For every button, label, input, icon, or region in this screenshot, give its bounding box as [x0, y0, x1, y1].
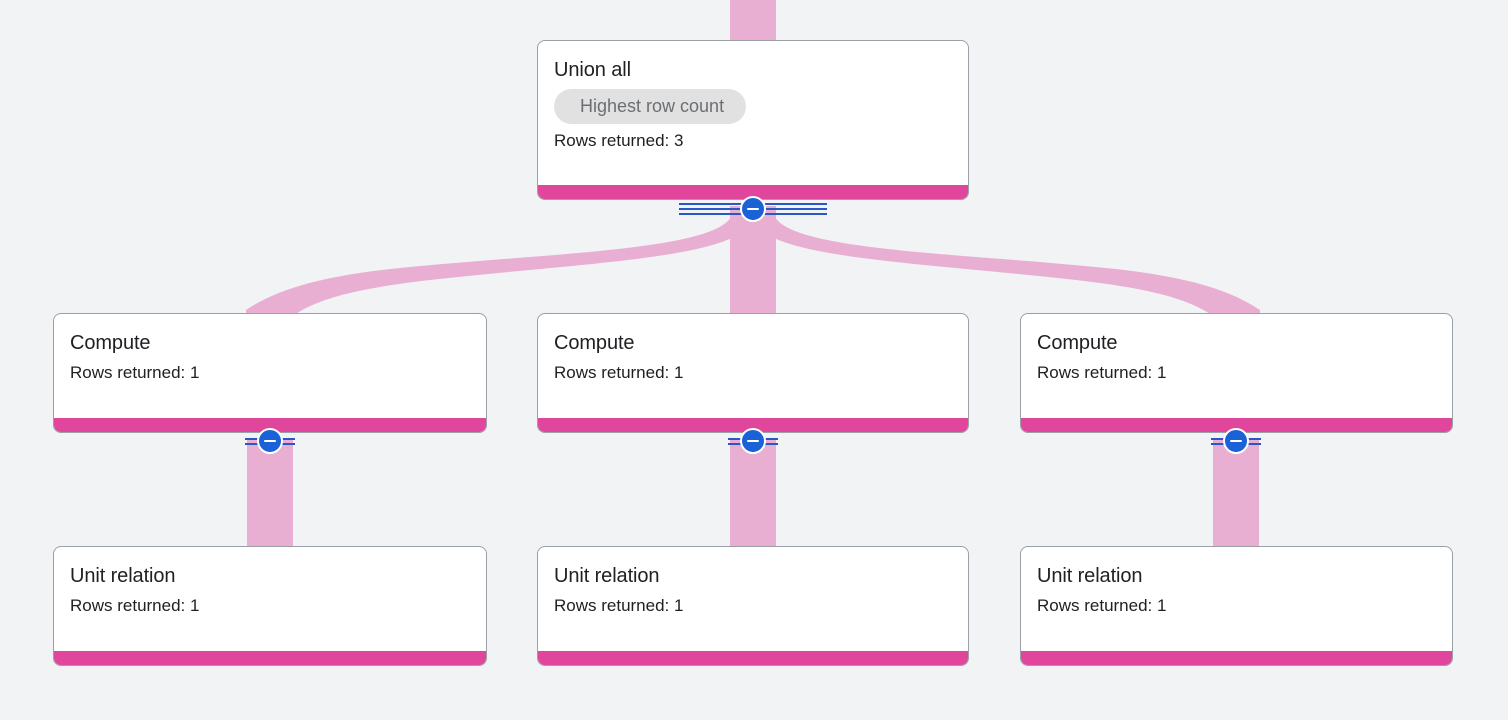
- node-compute-center[interactable]: Compute Rows returned: 1: [537, 313, 969, 433]
- node-union-all[interactable]: Union all Highest row count Rows returne…: [537, 40, 969, 200]
- node-compute-center-rows-returned: Rows returned: 1: [554, 363, 684, 382]
- node-unit-relation-left-footer-accent: [54, 651, 486, 665]
- node-compute-left-body: Compute Rows returned: 1: [54, 314, 486, 418]
- node-unit-relation-right-title: Unit relation: [1037, 565, 1143, 587]
- node-unit-relation-right[interactable]: Unit relation Rows returned: 1: [1020, 546, 1453, 666]
- node-union-all-body: Union all Highest row count Rows returne…: [538, 41, 968, 185]
- node-union-all-title: Union all: [554, 59, 631, 81]
- edge-union-all-to-compute-left: [246, 210, 752, 316]
- edge-compute-left-to-unit-relation-left: [247, 438, 293, 550]
- collapse-toggle-compute-center[interactable]: [728, 428, 778, 454]
- node-compute-left-footer-accent: [54, 418, 486, 432]
- node-unit-relation-left-body: Unit relation Rows returned: 1: [54, 547, 486, 651]
- collapse-toggle-compute-left[interactable]: [245, 428, 295, 454]
- collapse-toggle-compute-right[interactable]: [1211, 428, 1261, 454]
- minus-icon[interactable]: [1223, 428, 1249, 454]
- edge-compute-center-to-unit-relation-center: [730, 438, 776, 550]
- minus-icon[interactable]: [740, 428, 766, 454]
- node-unit-relation-left-title: Unit relation: [70, 565, 176, 587]
- node-compute-left-title: Compute: [70, 332, 151, 354]
- node-compute-center-footer-accent: [538, 418, 968, 432]
- node-unit-relation-left[interactable]: Unit relation Rows returned: 1: [53, 546, 487, 666]
- edge-union-all-to-compute-center: [730, 206, 776, 318]
- node-compute-right[interactable]: Compute Rows returned: 1: [1020, 313, 1453, 433]
- node-unit-relation-center[interactable]: Unit relation Rows returned: 1: [537, 546, 969, 666]
- node-union-all-rows-returned: Rows returned: 3: [554, 131, 684, 150]
- edge-compute-right-to-unit-relation-right: [1213, 438, 1259, 550]
- minus-icon[interactable]: [740, 196, 766, 222]
- node-compute-right-title: Compute: [1037, 332, 1118, 354]
- node-compute-right-footer-accent: [1021, 418, 1452, 432]
- node-union-all-footer-accent: [538, 185, 968, 199]
- node-unit-relation-right-footer-accent: [1021, 651, 1452, 665]
- edge-union-all-to-compute-right: [754, 210, 1260, 316]
- node-unit-relation-center-footer-accent: [538, 651, 968, 665]
- status-badge-highest-row-count: Highest row count: [554, 89, 747, 124]
- node-unit-relation-center-rows-returned: Rows returned: 1: [554, 596, 684, 615]
- node-compute-center-body: Compute Rows returned: 1: [538, 314, 968, 418]
- node-unit-relation-right-rows-returned: Rows returned: 1: [1037, 596, 1167, 615]
- node-compute-right-rows-returned: Rows returned: 1: [1037, 363, 1167, 382]
- node-compute-right-body: Compute Rows returned: 1: [1021, 314, 1452, 418]
- node-unit-relation-center-title: Unit relation: [554, 565, 660, 587]
- collapse-toggle-union-all[interactable]: [679, 196, 827, 222]
- node-unit-relation-right-body: Unit relation Rows returned: 1: [1021, 547, 1452, 651]
- minus-icon[interactable]: [257, 428, 283, 454]
- node-compute-left-rows-returned: Rows returned: 1: [70, 363, 200, 382]
- node-compute-center-title: Compute: [554, 332, 635, 354]
- node-unit-relation-left-rows-returned: Rows returned: 1: [70, 596, 200, 615]
- node-unit-relation-center-body: Unit relation Rows returned: 1: [538, 547, 968, 651]
- node-union-all-badge-row: Highest row count: [554, 89, 952, 124]
- node-compute-left[interactable]: Compute Rows returned: 1: [53, 313, 487, 433]
- edge-incoming-to-union-all: [730, 0, 776, 42]
